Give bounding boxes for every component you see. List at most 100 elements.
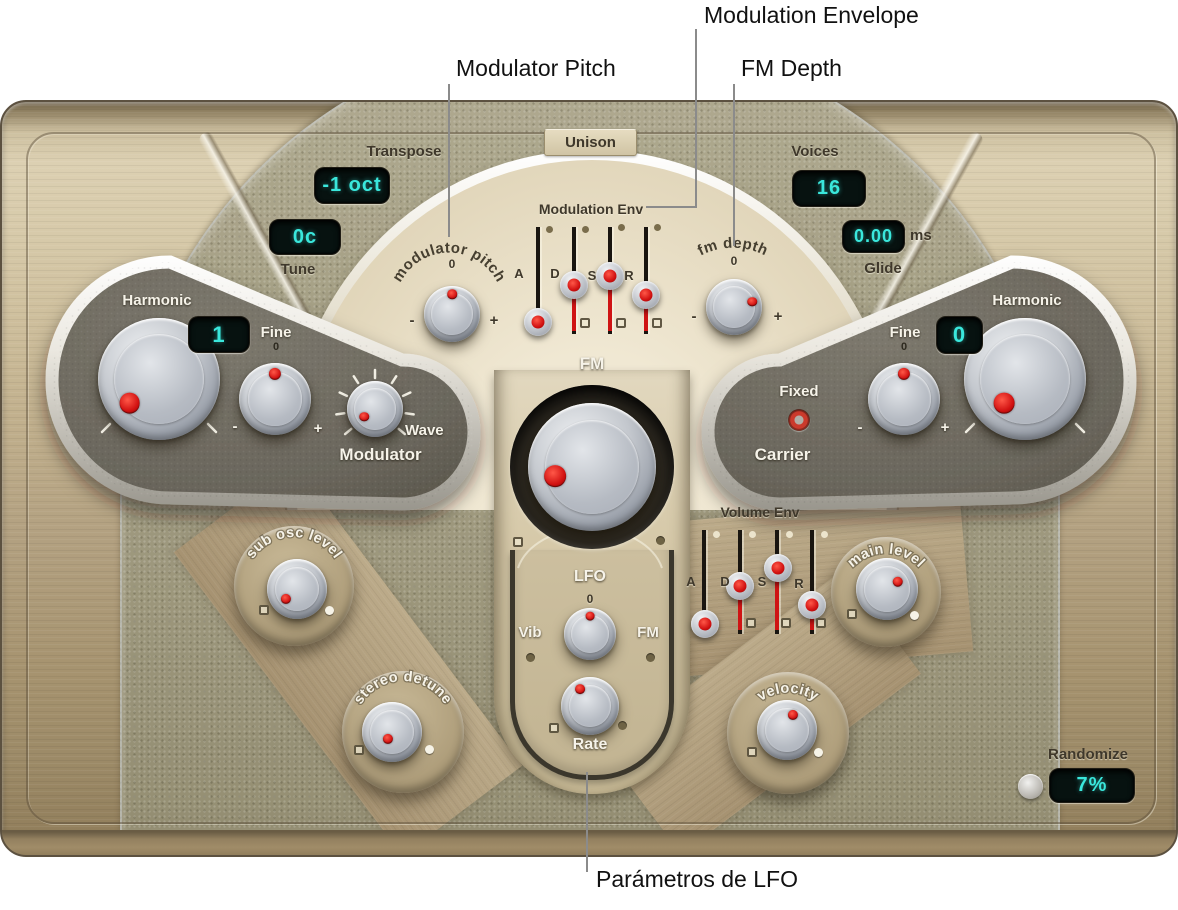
modulator-pitch-knob[interactable]	[424, 286, 480, 342]
sub-osc-marker-square	[259, 605, 269, 615]
velocity-knob[interactable]	[757, 700, 817, 760]
velocity-marker-dot	[814, 748, 823, 757]
vol-env-sustain-red	[775, 578, 779, 630]
lfo-fm-label: FM	[637, 624, 659, 641]
callout-line-lfo-parameters	[586, 772, 588, 872]
mod-env-marker-3	[652, 318, 662, 328]
mod-env-sustain-red	[608, 286, 612, 331]
mod-env-attack-label: A	[514, 266, 524, 281]
mod-env-sustain-slider[interactable]	[596, 262, 624, 290]
glide-display[interactable]: 0.00	[842, 220, 905, 253]
modulator-fine-knob[interactable]	[239, 363, 311, 435]
modulator-harmonic-display[interactable]: 1	[188, 316, 250, 353]
vol-env-dot-2	[749, 531, 756, 538]
modulator-wave-knob[interactable]	[347, 381, 403, 437]
carrier-fine-label: Fine	[889, 324, 921, 341]
mod-env-dot-3	[618, 224, 625, 231]
carrier-harmonic-display[interactable]: 0	[936, 316, 983, 354]
randomize-button[interactable]	[1018, 774, 1043, 799]
voices-display[interactable]: 16	[792, 170, 866, 207]
mod-env-attack-slider[interactable]	[524, 308, 552, 336]
annotation-lfo-parameters: Parámetros de LFO	[596, 866, 798, 892]
lfo-vib-label: Vib	[518, 624, 542, 641]
mod-env-release-slider[interactable]	[632, 281, 660, 309]
main-level-marker-dot	[910, 611, 919, 620]
stereo-detune-knob[interactable]	[362, 702, 422, 762]
modulator-fine-minus: -	[232, 418, 238, 435]
annotation-modulator-pitch: Modulator Pitch	[456, 55, 616, 81]
vol-env-marker-1	[746, 618, 756, 628]
callout-line-modulator-pitch	[448, 84, 450, 237]
vol-env-decay-label: D	[720, 574, 730, 589]
lfo-vib-dot	[526, 653, 535, 662]
vol-env-attack-slider[interactable]	[691, 610, 719, 638]
carrier-fine-knob[interactable]	[868, 363, 940, 435]
fm-depth-minus: -	[691, 308, 697, 325]
modulator-pitch-plus: +	[489, 312, 499, 329]
bottom-metal-strip	[2, 830, 1176, 855]
annotation-fm-depth: FM Depth	[741, 55, 842, 81]
stereo-detune-marker-square	[354, 745, 364, 755]
unison-button[interactable]: Unison	[544, 129, 637, 156]
vol-env-attack-track[interactable]	[702, 530, 706, 634]
voices-label: Voices	[791, 143, 839, 160]
tune-display[interactable]: 0c	[269, 219, 341, 255]
modulator-fine-label: Fine	[260, 324, 292, 341]
tune-label: Tune	[280, 261, 316, 278]
lfo-vib-fm-knob[interactable]	[564, 608, 616, 660]
carrier-fixed-label: Fixed	[779, 383, 819, 400]
modulator-harmonic-label: Harmonic	[122, 292, 192, 309]
carrier-fine-plus: +	[940, 419, 950, 436]
mod-env-release-label: R	[624, 268, 634, 283]
callout-line-fm-depth	[733, 84, 735, 246]
vol-env-release-track[interactable]	[810, 530, 814, 634]
mod-env-attack-track[interactable]	[536, 227, 540, 334]
vol-env-dot-1	[713, 531, 720, 538]
main-level-knob[interactable]	[856, 558, 918, 620]
modulator-wave-label: Wave	[405, 422, 444, 439]
lfo-zero: 0	[586, 592, 594, 606]
mod-env-sustain-label: S	[587, 268, 597, 283]
vol-env-dot-3	[786, 531, 793, 538]
modulation-env-title: Modulation Env	[538, 201, 644, 217]
carrier-fine-minus: -	[857, 419, 863, 436]
mod-env-dot-2	[582, 226, 589, 233]
fm-depth-zero: 0	[730, 254, 738, 268]
carrier-harmonic-label: Harmonic	[992, 292, 1062, 309]
vol-env-release-slider[interactable]	[798, 591, 826, 619]
vol-env-decay-slider[interactable]	[726, 572, 754, 600]
main-level-marker-square	[847, 609, 857, 619]
sub-osc-level-knob[interactable]	[267, 559, 327, 619]
carrier-fixed-led[interactable]	[788, 409, 810, 431]
lfo-rate-knob[interactable]	[561, 677, 619, 735]
vol-env-marker-2	[781, 618, 791, 628]
callout-line-modulation-envelope-elbow	[646, 206, 697, 208]
glide-label: Glide	[864, 260, 902, 277]
stereo-detune-marker-dot	[425, 745, 434, 754]
annotation-modulation-envelope: Modulation Envelope	[704, 2, 919, 28]
fm-knob[interactable]	[528, 403, 656, 531]
transpose-display[interactable]: -1 oct	[314, 167, 390, 204]
sub-osc-marker-dot	[325, 606, 334, 615]
mod-env-decay-red	[572, 295, 576, 331]
lfo-rate-marker-dot	[618, 721, 627, 730]
lfo-fm-dot	[646, 653, 655, 662]
modulator-pitch-zero: 0	[448, 257, 456, 271]
fm-depth-knob[interactable]	[706, 279, 762, 335]
vol-env-decay-red	[738, 596, 742, 630]
fm-marker-square	[513, 537, 523, 547]
mod-env-dot-4	[654, 224, 661, 231]
mod-env-marker-2	[616, 318, 626, 328]
vol-env-release-label: R	[794, 576, 804, 591]
transpose-label: Transpose	[366, 143, 442, 160]
vol-env-sustain-slider[interactable]	[764, 554, 792, 582]
fm-depth-plus: +	[773, 308, 783, 325]
vol-env-dot-4	[821, 531, 828, 538]
volume-env-title: Volume Env	[720, 504, 800, 520]
randomize-display[interactable]: 7%	[1049, 768, 1135, 803]
efm1-panel: modulator pitch fm depth sub osc level s…	[0, 100, 1178, 857]
vol-env-marker-3	[816, 618, 826, 628]
velocity-marker-square	[747, 747, 757, 757]
mod-env-decay-slider[interactable]	[560, 271, 588, 299]
